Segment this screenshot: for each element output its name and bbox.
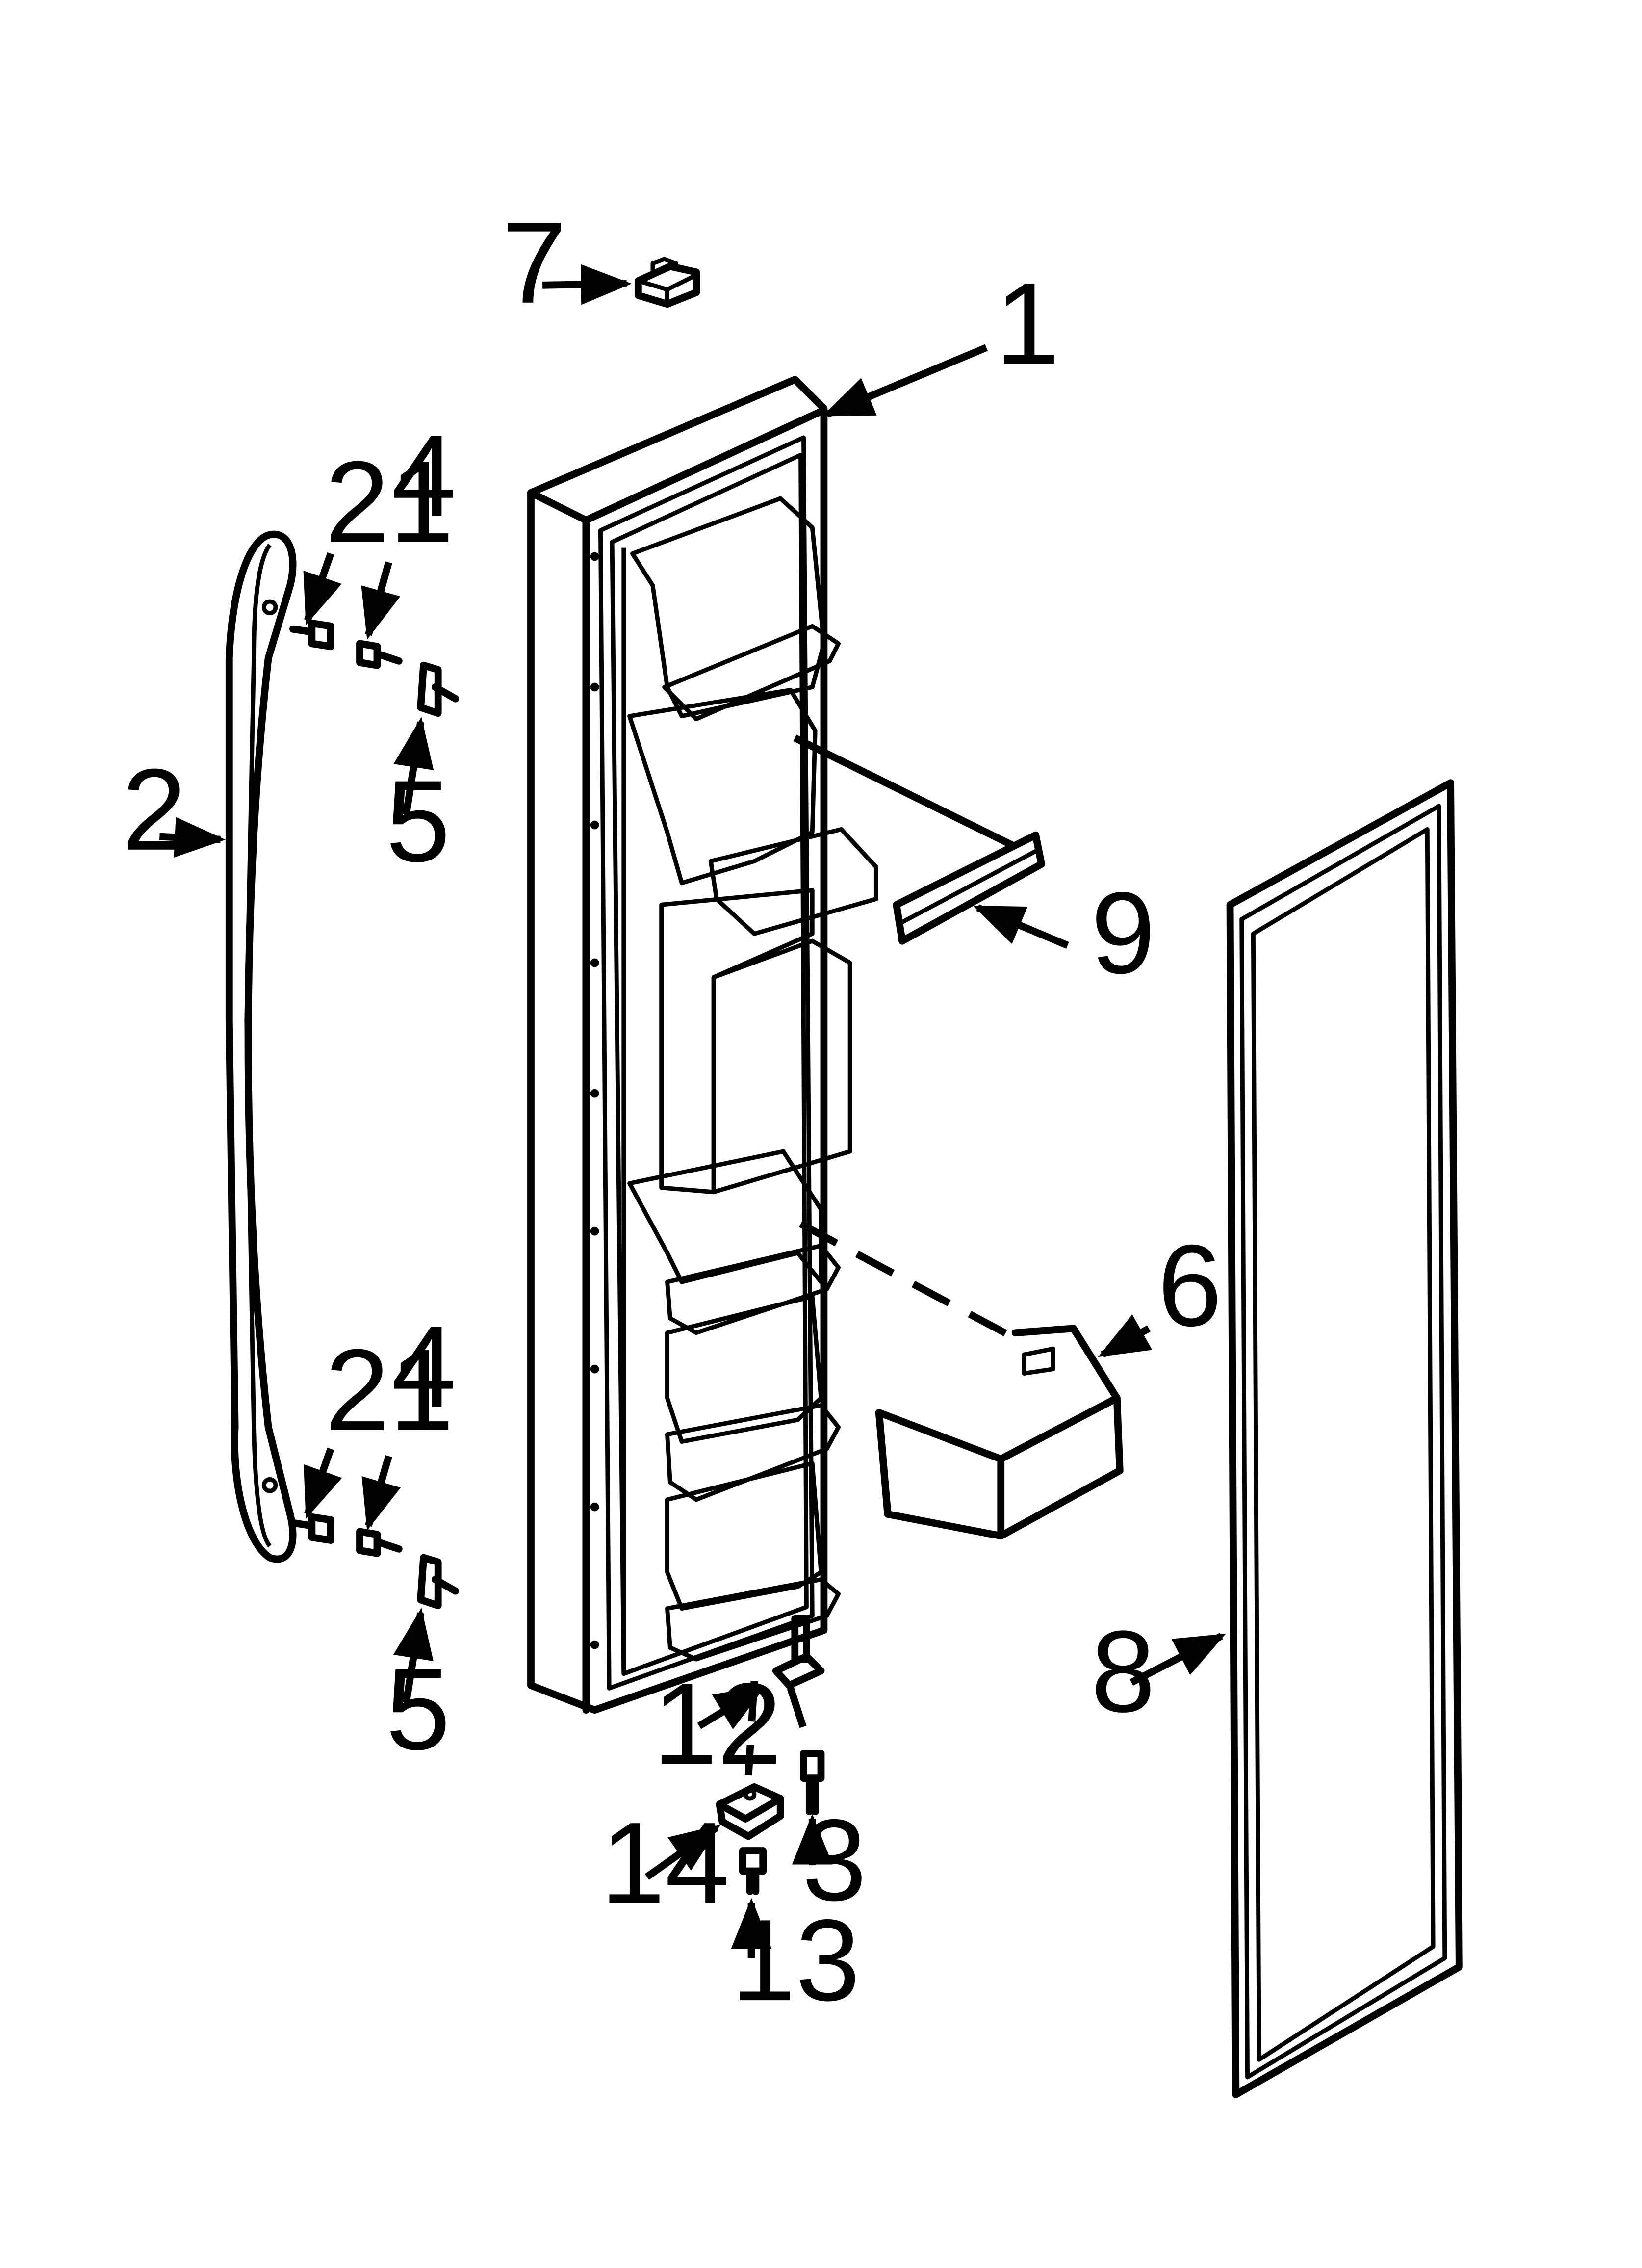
part-14-block xyxy=(716,1783,784,1840)
callout-9: 9 xyxy=(1091,868,1155,998)
callout-2: 2 xyxy=(122,745,186,875)
callout-14: 14 xyxy=(600,1799,729,1928)
part-2-handle xyxy=(225,530,297,1563)
callout-21-lower: 21 xyxy=(325,1326,454,1455)
part-5-upper-clip xyxy=(417,661,460,717)
door-edge-screws xyxy=(590,552,599,1649)
part-3-screw xyxy=(800,1750,825,1816)
callout-21-upper: 21 xyxy=(325,438,454,567)
callout-8: 8 xyxy=(1091,1607,1155,1737)
callout-3: 3 xyxy=(802,1796,867,1925)
callout-5-lower: 5 xyxy=(386,1645,451,1774)
callout-4-lower: 4 xyxy=(392,1303,457,1432)
callout-13: 13 xyxy=(731,1896,860,2025)
callout-5-upper: 5 xyxy=(386,756,451,886)
part-9-trim-strip xyxy=(793,734,1045,945)
part-7-connector xyxy=(634,257,700,308)
callout-4-upper: 4 xyxy=(392,412,457,541)
part-6-door-bin xyxy=(799,1221,1124,1540)
part-21-upper-screw xyxy=(289,620,334,651)
part-13-screw xyxy=(739,1847,767,1895)
part-5-lower-clip xyxy=(417,1554,460,1610)
part-1-door-assembly xyxy=(527,376,878,1714)
part-4-lower-screw xyxy=(356,1528,403,1557)
leader-arrows xyxy=(159,264,1226,1958)
callout-6: 6 xyxy=(1157,1221,1222,1351)
callout-7: 7 xyxy=(502,198,566,328)
part-21-lower-screw xyxy=(289,1513,334,1544)
callout-1: 1 xyxy=(995,259,1060,389)
part-4-upper-screw xyxy=(356,640,403,669)
part-8-gasket xyxy=(1226,779,1463,2098)
callout-12: 12 xyxy=(653,1659,782,1789)
